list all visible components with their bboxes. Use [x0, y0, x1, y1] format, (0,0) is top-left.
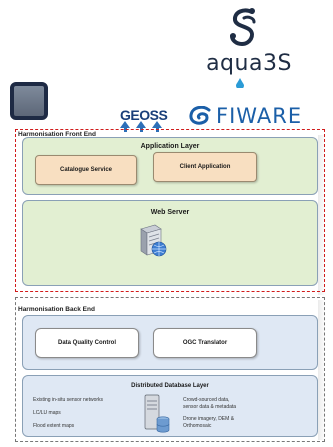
- water-drop-icon: [236, 78, 244, 88]
- arrow-up-icon: [120, 121, 130, 128]
- aqua3s-logo-text: aqua3S: [206, 51, 292, 76]
- arrow-up-icon: [136, 121, 146, 128]
- application-layer-title: Application Layer: [140, 143, 200, 150]
- web-server-title: Web Server: [150, 209, 190, 216]
- database-layer-title: Distributed Database Layer: [131, 383, 209, 389]
- ogc-translator-box: OGC Translator: [153, 328, 257, 358]
- fiware-swirl-icon: [189, 106, 211, 125]
- crowd-sourced-data-label: Crowd-sourced data,: [183, 397, 230, 403]
- data-quality-control-box: Data Quality Control: [35, 328, 139, 358]
- processing-layer: Data Quality Control OGC Translator: [22, 315, 318, 370]
- orthomosaic-label: Orthomosaic: [183, 423, 212, 429]
- database-server-icon: [144, 394, 170, 433]
- fiware-logo: FIWARE: [189, 104, 302, 128]
- harmonisation-front-end: [15, 129, 325, 292]
- back-end-title: Harmonisation Back End: [18, 306, 95, 313]
- aqua3s-logo-icon: [230, 8, 256, 47]
- drone-imagery-dem-label: Drone imagery, DEM &: [183, 416, 235, 422]
- front-end-title: Harmonisation Front End: [18, 131, 96, 138]
- sensor-data-metadata-label: sensor data & metadata: [183, 404, 237, 410]
- arrow-up-icon: [152, 121, 162, 128]
- catalogue-service-box: Catalogue Service: [35, 155, 137, 185]
- client-application-box: Client Application: [153, 152, 257, 182]
- web-server-icon: [140, 224, 167, 257]
- square-app-icon: [10, 82, 48, 120]
- lc-lu-maps-label: LC/LU maps: [33, 410, 61, 416]
- in-situ-sensor-networks-label: Existing in-situ sensor networks: [33, 397, 104, 403]
- distributed-database-layer: Distributed Database Layer Existing in-s…: [22, 375, 318, 437]
- web-server-layer: Web Server: [22, 200, 318, 286]
- flood-extent-maps-label: Flood extent maps: [33, 423, 75, 429]
- application-layer: Application Layer Catalogue Service Clie…: [22, 137, 318, 195]
- geoss-logo: GEOSS: [120, 107, 168, 123]
- harmonisation-back-end: [15, 297, 325, 442]
